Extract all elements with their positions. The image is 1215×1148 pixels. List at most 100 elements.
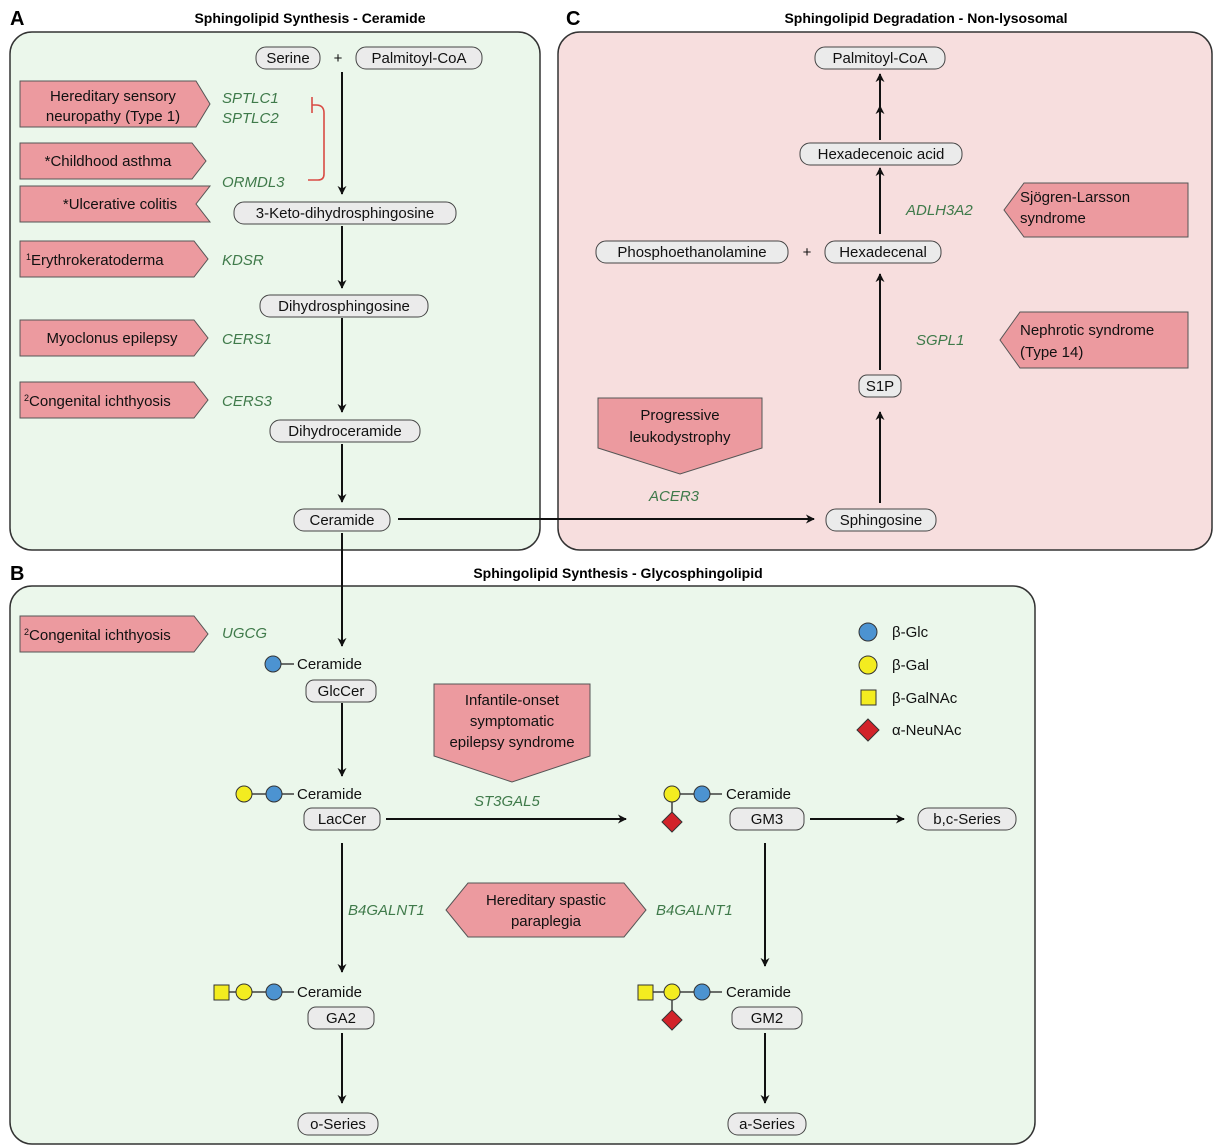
glccer-ceramide-label: Ceramide [297, 656, 362, 673]
disease-sjogren-larsson-syndrome: Sjögren-Larsson syndrome [1003, 182, 1189, 238]
glc-circle-icon [693, 983, 711, 1001]
neunac-legend-icon [856, 718, 880, 742]
svg-text:paraplegia: paraplegia [511, 913, 582, 930]
svg-text:Palmitoyl-CoA: Palmitoyl-CoA [371, 50, 466, 67]
node-ceramide: Ceramide [293, 508, 391, 532]
glc-legend-icon [858, 622, 878, 642]
gene-b4galnt1-right: B4GALNT1 [656, 902, 733, 919]
gene-ugcg: UGCG [222, 625, 267, 642]
gal-circle-icon [235, 983, 253, 1001]
node-b-c-series: b,c-Series [917, 807, 1017, 831]
svg-text:GM3: GM3 [751, 811, 784, 828]
svg-text:Infantile-onset: Infantile-onset [465, 692, 560, 709]
svg-text:Sphingosine: Sphingosine [840, 512, 923, 529]
svg-text:(Type 14): (Type 14) [1020, 344, 1083, 361]
gene-b4galnt1-left: B4GALNT1 [348, 902, 425, 919]
svg-text:Hexadecenoic acid: Hexadecenoic acid [818, 146, 945, 163]
svg-text:Ceramide: Ceramide [309, 512, 374, 529]
legend-gal-label: β-Gal [892, 657, 929, 674]
svg-text:1Erythrokeratoderma: 1Erythrokeratoderma [26, 252, 164, 269]
gene-sgpl1: SGPL1 [916, 332, 964, 349]
svg-text:Phosphoethanolamine: Phosphoethanolamine [617, 244, 766, 261]
node-laccer: LacCer [303, 807, 381, 831]
ormdl3-inhibition-bracket [308, 104, 325, 181]
node-serine: Serine [255, 46, 321, 70]
panel-a-letter: A [10, 8, 24, 30]
svg-text:Serine: Serine [266, 50, 309, 67]
panel-c-background [557, 31, 1213, 551]
glc-circle-icon [265, 785, 283, 803]
neunac-diamond-icon [661, 1009, 683, 1031]
panel-c-letter: C [566, 8, 580, 30]
disease-congenital-ichthyosis-a: 2Congenital ichthyosis [19, 381, 209, 419]
svg-text:Dihydroceramide: Dihydroceramide [288, 423, 401, 440]
neunac-diamond-icon [661, 811, 683, 833]
laccer-glycan [235, 785, 294, 803]
gal-circle-icon [235, 785, 253, 803]
svg-text:Palmitoyl-CoA: Palmitoyl-CoA [832, 50, 927, 67]
galnac-legend-icon [860, 689, 877, 706]
pathway-arrows [337, 72, 905, 1104]
node-ga2: GA2 [307, 1006, 375, 1030]
node-palmitoyl-coa-c: Palmitoyl-CoA [814, 46, 946, 70]
glc-circle-icon [264, 655, 282, 673]
node-gm2: GM2 [731, 1006, 803, 1030]
svg-text:GA2: GA2 [326, 1010, 356, 1027]
gm3-glycan [661, 785, 722, 833]
panel-a-title: Sphingolipid Synthesis - Ceramide [194, 10, 425, 26]
legend-glc-label: β-Glc [892, 624, 929, 641]
gene-adlh3a2: ADLH3A2 [905, 202, 973, 219]
svg-text:S1P: S1P [866, 378, 894, 395]
svg-text:GlcCer: GlcCer [318, 683, 365, 700]
ga2-ceramide-label: Ceramide [297, 984, 362, 1001]
node-a-series: a-Series [727, 1112, 807, 1136]
panel-b-letter: B [10, 563, 24, 585]
disease-congenital-ichthyosis-b: 2Congenital ichthyosis [19, 615, 209, 653]
gene-st3gal5: ST3GAL5 [474, 793, 541, 810]
node-dihydrosphingosine: Dihydrosphingosine [259, 294, 429, 318]
node-o-series: o-Series [297, 1112, 379, 1136]
glc-circle-icon [693, 785, 711, 803]
gene-cers3: CERS3 [222, 393, 273, 410]
svg-text:Dihydrosphingosine: Dihydrosphingosine [278, 298, 410, 315]
svg-text:leukodystrophy: leukodystrophy [630, 429, 731, 446]
gene-kdsr: KDSR [222, 252, 264, 269]
legend-galnac-label: β-GalNAc [892, 690, 958, 707]
disease-myoclonus-epilepsy: Myoclonus epilepsy [19, 319, 209, 357]
svg-text:neuropathy (Type 1): neuropathy (Type 1) [46, 108, 180, 125]
svg-text:2Congenital ichthyosis: 2Congenital ichthyosis [24, 393, 171, 410]
gene-ormdl3: ORMDL3 [222, 174, 285, 191]
disease-infantile-onset-epilepsy: Infantile-onset symptomatic epilepsy syn… [433, 683, 591, 783]
node-sphingosine: Sphingosine [825, 508, 937, 532]
svg-text:2Congenital ichthyosis: 2Congenital ichthyosis [24, 627, 171, 644]
galnac-square-icon [213, 984, 230, 1001]
gene-cers1: CERS1 [222, 331, 272, 348]
gene-sptlc2: SPTLC2 [222, 110, 279, 127]
gene-sptlc1: SPTLC1 [222, 90, 279, 107]
svg-text:GM2: GM2 [751, 1010, 784, 1027]
glycan-legend: β-Glc β-Gal β-GalNAc α-NeuNAc [856, 622, 962, 742]
panel-b-title: Sphingolipid Synthesis - Glycosphingolip… [473, 565, 762, 581]
disease-hereditary-spastic-paraplegia: Hereditary spastic paraplegia [445, 882, 647, 938]
gm2-ceramide-label: Ceramide [726, 984, 791, 1001]
gal-circle-icon [663, 983, 681, 1001]
glc-circle-icon [265, 983, 283, 1001]
svg-text:Progressive: Progressive [640, 407, 719, 424]
node-3-keto-dihydrosphingosine: 3-Keto-dihydrosphingosine [233, 201, 457, 225]
node-hexadecenal: Hexadecenal [824, 240, 942, 264]
svg-text:Myoclonus epilepsy: Myoclonus epilepsy [47, 330, 178, 347]
plus-sign-a: + [334, 50, 343, 67]
galnac-square-icon [637, 984, 654, 1001]
disease-progressive-leukodystrophy: Progressive leukodystrophy [597, 397, 763, 475]
gal-circle-icon [663, 785, 681, 803]
svg-text:Nephrotic syndrome: Nephrotic syndrome [1020, 322, 1154, 339]
svg-text:Hereditary sensory: Hereditary sensory [50, 88, 176, 105]
laccer-ceramide-label: Ceramide [297, 786, 362, 803]
panel-b-background [9, 585, 1036, 1145]
svg-text:syndrome: syndrome [1020, 210, 1086, 227]
panel-c-title: Sphingolipid Degradation - Non-lysosomal [784, 10, 1067, 26]
svg-text:a-Series: a-Series [739, 1116, 795, 1133]
disease-hereditary-sensory-neuropathy: Hereditary sensory neuropathy (Type 1) [19, 80, 211, 128]
node-palmitoyl-coa-a: Palmitoyl-CoA [355, 46, 483, 70]
